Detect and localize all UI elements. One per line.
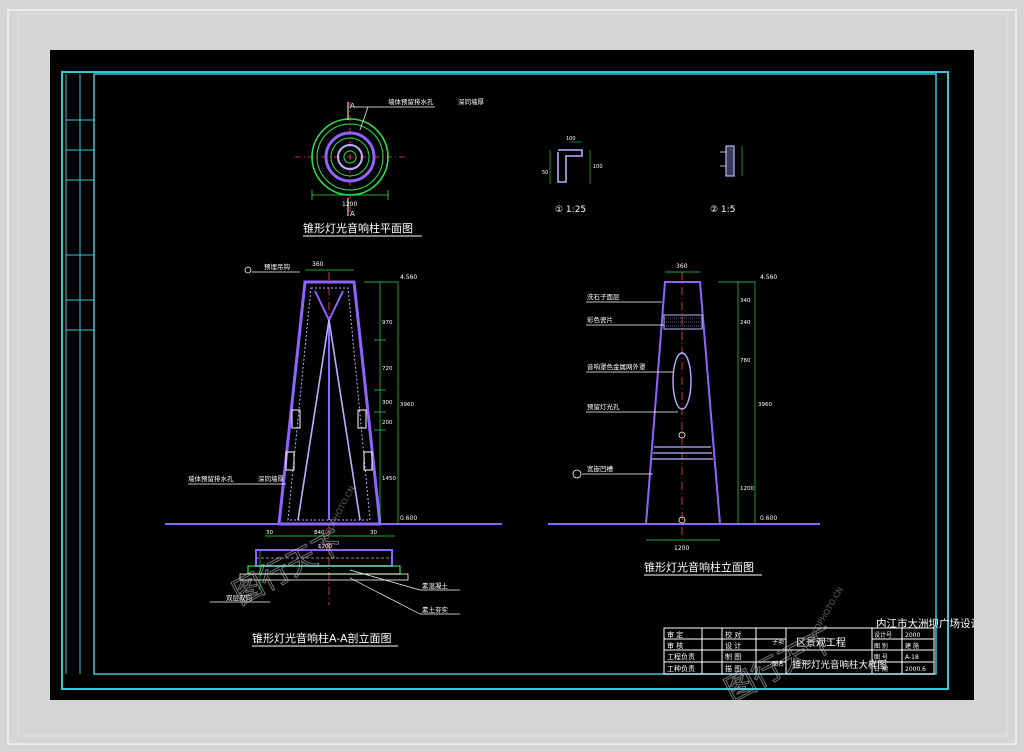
detail1-label: ① 1:25	[555, 205, 586, 215]
elevation-label-stone: 洗石子面层	[587, 292, 620, 301]
tb-meta-value-1: 2000	[905, 632, 920, 639]
tb-project-prefix: 子项	[772, 639, 784, 646]
tb-meta-value-4: 2000.6	[905, 666, 926, 673]
watermark-group: 图行天下 PHOTOPHOTO.CN 图行天下 PHOTOPHOTO.CN	[227, 485, 845, 710]
tb-row-label-4: 工种负责	[667, 664, 695, 673]
elevation-label-speaker: 音响罩色金属网外罩	[587, 362, 646, 371]
section-label-drain: 墙体预留排水孔	[188, 474, 234, 483]
elevation-label-light: 预留灯光孔	[587, 402, 620, 411]
title-block	[663, 627, 935, 675]
section-dim-total: 3960	[400, 402, 414, 408]
section-label-top-light: 预埋吊钩	[264, 262, 291, 271]
tb-col-label-2: 设 计	[725, 641, 741, 650]
tb-meta-label-2: 图 别	[874, 642, 888, 650]
plan-title: 锥形灯光音响柱平面图	[303, 221, 413, 235]
detail1-dim-right: 100	[593, 164, 603, 170]
cad-drawing-sheet: A A 墙体预留排水孔 深同墙厚 1200 锥形灯光音响柱平面图 100 50 …	[50, 50, 981, 710]
elevation-dim-top: 360	[676, 263, 688, 270]
detail2-label: ② 1:5	[710, 205, 735, 215]
section-label-wall: 深同墙厚	[258, 474, 285, 483]
watermark-text-1: 图行天下	[227, 525, 349, 612]
elevation-dim-bottom: 1200	[674, 545, 689, 552]
elevation-dim-v4: 1200	[740, 486, 754, 492]
elevation-view: 360 1200 4.560 340 240 780 1200 3960 0.6…	[548, 263, 820, 576]
tb-col-label-3: 制 图	[725, 652, 741, 661]
elevation-dim-v1: 340	[740, 298, 751, 304]
tb-drawing-prefix: 图名	[772, 660, 784, 668]
plan-dim-width: 1200	[342, 201, 357, 208]
inner-frame	[93, 73, 937, 675]
tb-meta-label-1: 设计号	[874, 631, 892, 639]
detail-views: 100 50 100 ① 1:25 ② 1:5	[542, 136, 743, 215]
tb-project: 区景观工程	[796, 637, 846, 649]
section-dim-v1: 970	[382, 320, 393, 326]
section-title: 锥形灯光音响柱A-A剖立面图	[252, 631, 392, 645]
tb-row-label-2: 审 核	[667, 641, 683, 650]
section-label-concrete: 素混凝土	[422, 581, 449, 590]
plan-section-mark-top: A	[350, 102, 355, 110]
cad-drawing-canvas: A A 墙体预留排水孔 深同墙厚 1200 锥形灯光音响柱平面图 100 50 …	[61, 71, 981, 710]
section-dim-top: 360	[312, 261, 324, 268]
elevation-dim-total: 3960	[758, 402, 772, 408]
elevation-dim-v3: 780	[740, 358, 751, 364]
elevation-dim-v2: 240	[740, 320, 751, 326]
elevation-elev-ground: 0.600	[760, 515, 777, 522]
tb-col-label-4: 描 图	[725, 664, 741, 673]
section-label-soil: 素土夯实	[422, 605, 449, 614]
section-view: 360 4.560 970 720 300 200 1450 3960 0.60…	[165, 261, 502, 647]
tb-meta-label-3: 图 号	[874, 654, 888, 661]
section-dim-b2: 840	[314, 530, 325, 536]
section-elev-top: 4.560	[400, 274, 417, 281]
tb-row-label-3: 工程负责	[667, 652, 695, 661]
tb-meta-value-3: A-18	[905, 654, 919, 661]
tb-meta-label-4: 日 期	[874, 665, 888, 673]
section-elev-ground: 0.600	[400, 515, 417, 522]
plan-note-drain: 墙体预留排水孔	[388, 97, 434, 106]
tb-row-label-1: 审 定	[667, 630, 683, 639]
section-dim-v4: 200	[382, 420, 393, 426]
title-block-text: 内江市大洲坝广场设计 审 定 审 核 工程负责 工种负责 校 对 设 计 制 图…	[667, 617, 981, 673]
tb-meta-value-2: 建 施	[905, 642, 919, 650]
elevation-label-tile: 彩色瓷片	[587, 315, 613, 324]
detail1-dim-top: 100	[566, 136, 576, 142]
plan-note-wall: 深同墙厚	[458, 97, 485, 106]
plan-view: A A 墙体预留排水孔 深同墙厚 1200 锥形灯光音响柱平面图	[295, 97, 485, 237]
elevation-title: 锥形灯光音响柱立面图	[644, 560, 754, 574]
section-dim-b1: 30	[266, 530, 273, 536]
section-dim-v3: 300	[382, 400, 393, 406]
elevation-elev-top: 4.560	[760, 274, 777, 281]
section-label-foundation: 双层双向	[226, 593, 252, 602]
tb-col-label-1: 校 对	[725, 630, 741, 639]
tb-drawing-name: 锥形灯光音响柱大样图	[792, 659, 887, 671]
elevation-label-groove: 宽嵌凹槽	[587, 464, 614, 473]
section-dim-v5: 1450	[382, 476, 396, 482]
plan-section-mark-bottom: A	[350, 210, 355, 218]
detail1-dim-left: 50	[542, 170, 548, 176]
section-dim-v2: 720	[382, 366, 393, 372]
section-dim-b4: 1200	[318, 544, 332, 550]
company-name: 内江市大洲坝广场设计	[876, 617, 974, 630]
outer-frame	[61, 71, 949, 690]
section-dim-b3: 30	[370, 530, 377, 536]
